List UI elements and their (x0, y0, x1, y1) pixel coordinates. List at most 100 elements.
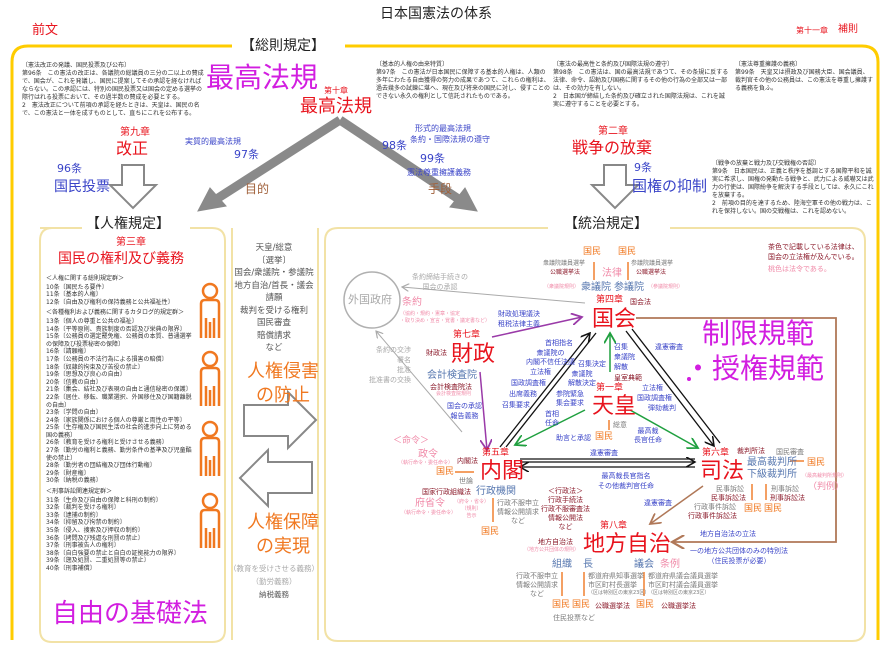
lower-courts[interactable]: 下級裁判所 (747, 469, 797, 480)
rights-article-item[interactable]: 32条〔裁判を受ける権利〕 (46, 504, 120, 512)
article-98-text: 〔憲法の最高性と条約及び国際法規の遵守〕第98条 この憲法は、国の最高法規であつ… (553, 61, 729, 108)
person-icon (199, 282, 221, 338)
local-assembly[interactable]: 議会 (634, 559, 654, 570)
rights-article-item[interactable]: 34条〔抑留及び拘禁の制約〕 (46, 519, 126, 527)
governance-heading: 【統治規定】 (562, 216, 650, 233)
house-of-councillors[interactable]: 参議院 (614, 282, 644, 293)
right-arrow (243, 389, 318, 451)
protection-means-item: 裁判を受ける権利 (239, 305, 308, 316)
rights-article-item[interactable]: 17条〔公務員の不法行為による損害の賠償〕 (46, 355, 168, 363)
convoke-dissolve-label: 召集衆議院解散 (614, 343, 635, 371)
chapter-10: 第十章 (324, 86, 348, 95)
rights-article-item[interactable]: 40条〔刑事補償〕 (46, 564, 96, 572)
local-autonomy-node[interactable]: 地方自治 (583, 532, 672, 557)
local-rules: （地方公共団体の規則） (524, 547, 580, 553)
local-election-law-2: 公職選挙法 (661, 602, 696, 610)
finance-node[interactable]: 財政 (451, 342, 496, 367)
chapter-3-title[interactable]: 国民の権利及び義務 (58, 251, 184, 267)
rights-article-item[interactable]: 19条〔思想及び良心の自由〕 (46, 371, 126, 379)
rights-article-item[interactable]: 24条〔家族関係における個人の尊厳と両性の平等〕 (46, 416, 186, 424)
supreme-court[interactable]: 最高裁判所 (747, 457, 797, 468)
rights-article-item[interactable]: 25条〔生存権及び国民生活の社会的進歩向上に努める国の義務〕 (46, 424, 192, 439)
rights-article-item[interactable]: 36条〔拷問及び残虐な刑罰の禁止〕 (46, 534, 144, 542)
pm-nomination-label: 首相指名 (545, 339, 573, 347)
judicial-review-local-label: 違憲審査 (644, 499, 672, 507)
cabinet-node[interactable]: 内閣 (480, 459, 525, 484)
local-organization[interactable]: 組織 (552, 559, 572, 570)
board-of-audit[interactable]: 会計検査院 (427, 370, 477, 381)
left-arrow (238, 447, 313, 509)
rights-article-item[interactable]: 31条〔生命及び自由の保障と科刑の制約〕 (46, 496, 162, 504)
consensus-label: 総意 (613, 421, 627, 429)
general-frame (10, 44, 880, 640)
rights-article-item[interactable]: 16条〔請願権〕 (46, 348, 90, 356)
rights-article-item[interactable]: 26条〔教育を受ける権利と受けさせる義務〕 (46, 439, 168, 447)
rights-article-item[interactable]: 18条〔奴隷的拘束及び苦役の禁止〕 (46, 363, 144, 371)
rights-article-item[interactable]: 37条〔刑事被告人の権利〕 (46, 542, 120, 550)
judiciary-people-3: 国民 (764, 504, 783, 514)
rights-article-item[interactable]: 20条〔信教の自由〕 (46, 378, 102, 386)
approval-report-label: 国会の承認報告義務 (447, 402, 482, 420)
lower-election: 衆議院議員選挙 (543, 260, 586, 267)
protection-means-item: 天皇/総意 (255, 243, 293, 253)
article-97-label: 97条 (234, 148, 259, 161)
house-of-representatives[interactable]: 衆議院 (581, 282, 611, 293)
orders-label: ＜命令＞ (393, 436, 430, 446)
treaty-observance-label: 条約・国際法規の遵守 (410, 135, 490, 144)
rights-article-list: ＜人権に関する総則規定群＞10条〔国民たる要件〕11条〔基本的人権〕12条〔自由… (46, 272, 196, 573)
rights-article-item[interactable]: 33条〔逮捕の制約〕 (46, 511, 102, 519)
chapter-1: 第一章 (596, 383, 624, 393)
local-head[interactable]: 長 (583, 559, 593, 570)
rights-article-item[interactable]: 38条〔自白強要の禁止と自白の証拠能力の限界〕 (46, 549, 180, 557)
supplementary-label[interactable]: 補則 (838, 24, 858, 35)
rights-article-item[interactable]: 10条〔国民たる要件〕 (46, 283, 108, 291)
chapter-10-title[interactable]: 最高法規 (300, 96, 372, 117)
preamble-label[interactable]: 前文 (32, 23, 59, 38)
rights-article-item[interactable]: 30条〔納税の義務〕 (46, 477, 102, 485)
head-election-list: 都道府県知事選挙市区町村長選挙（区は特別区の東京23区） (588, 572, 650, 596)
means-label: 手段 (428, 182, 453, 196)
emperor-node[interactable]: 天皇 (592, 394, 637, 419)
cabinet-appeal-list: 行政不服申立情報公開請求など (497, 499, 539, 525)
chapter-5: 第五章 (482, 448, 510, 458)
org-law: 国家行政組織法 (422, 488, 471, 496)
rights-article-item[interactable]: 14条〔平等原則、貴族制度の否認及び栄典の限界〕 (46, 325, 186, 333)
governance-box (324, 227, 866, 642)
rights-article-item[interactable]: 22条〔居住、移転、職業選択、外国移住及び国籍離脱の自由〕 (46, 393, 192, 409)
foreign-government[interactable]: 外国政府 (348, 293, 392, 306)
investigation-power-label: 国政調査権 (511, 379, 546, 387)
imperial-house-law: 皇室典範 (614, 374, 642, 382)
purpose-label: 目的 (245, 182, 270, 196)
rights-article-item[interactable]: 11条〔基本的人権〕 (46, 291, 102, 299)
rights-article-item[interactable]: 29条〔財産権〕 (46, 469, 90, 477)
chapter-2-title[interactable]: 戦争の放棄 (572, 138, 653, 157)
administrative-agencies[interactable]: 行政機関 (476, 486, 516, 497)
treaty-approval-label: 条約締結手続きの国会の承認 (412, 273, 468, 291)
article-9-label: 9条 (634, 161, 652, 174)
order-kinds: （府令・省令）（規則）告示 (454, 499, 490, 519)
national-referendum-label: 国民投票 (54, 179, 110, 195)
lower-rules: （衆議院規則） (544, 284, 580, 290)
chapter-9-title[interactable]: 改正 (116, 139, 149, 158)
person-icon (199, 420, 221, 476)
lower-election-law: 公職選挙法 (550, 269, 581, 276)
rights-article-item[interactable]: 21条〔集会、結社及び表現の自由と通信秘密の保護〕 (46, 386, 192, 394)
local-people-2: 国民 (572, 600, 591, 610)
realize-rights-label: 人権保障の実現 (247, 512, 319, 557)
judiciary-node[interactable]: 司法 (700, 459, 745, 484)
criminal-procedure-law: 刑事訴訟法 (770, 494, 805, 502)
brown-legend-note: 茶色で記載している法律は、国会の立法権が及んでいる。 (768, 243, 859, 261)
diet-node[interactable]: 国会 (592, 307, 637, 332)
chapter-2: 第二章 (598, 126, 628, 137)
rights-article-item[interactable]: 39条〔遡及処罰、二重処罰等の禁止〕 (46, 557, 150, 565)
rights-article-item[interactable]: 12条〔自由及び権利の保持義務と公共福祉性〕 (46, 298, 174, 306)
rights-article-item[interactable]: 15条〔公務員の選定罷免権、公務員の本質、普通選挙の保障及び投票秘密の保障〕 (46, 333, 192, 348)
rights-article-item[interactable]: 23条〔学問の自由〕 (46, 409, 102, 417)
rights-group: ＜刑事訴訟関連規定群＞31条〔生命及び自由の保障と科刑の制約〕32条〔裁判を受け… (46, 488, 196, 573)
rights-article-item[interactable]: 13条〔個人の尊重と公共の福祉〕 (46, 317, 138, 325)
foundation-of-freedom-label: 自由の基礎法 (52, 599, 209, 629)
rights-article-item[interactable]: 27条〔勤労の権利と義務、勤労条件の基準及び児童酷使の禁止〕 (46, 447, 192, 462)
administrative-law-list: ＜行政法＞行政手続法行政不服審査法情報公開法など (541, 487, 590, 531)
rights-article-item[interactable]: 28条〔勤労者の団結権及び団体行動権〕 (46, 462, 156, 470)
rights-article-item[interactable]: 35条〔侵入、捜索及び押収の制約〕 (46, 527, 144, 534)
